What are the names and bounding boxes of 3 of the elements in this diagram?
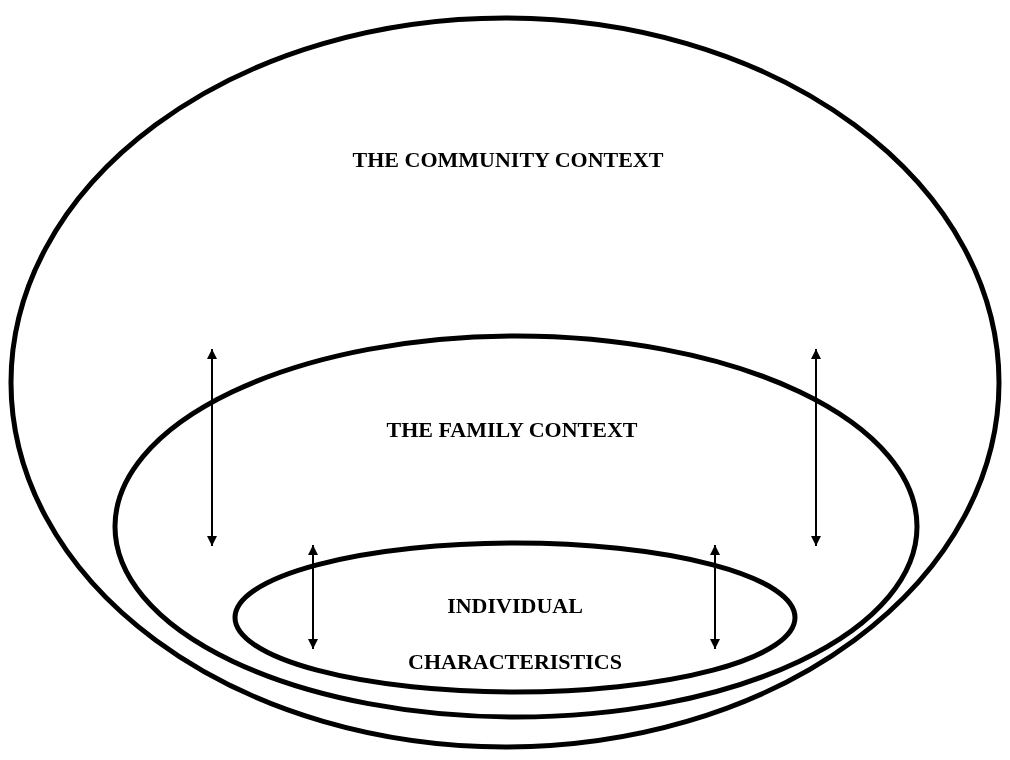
context-label: THE FAMILY CONTEXT — [385, 416, 639, 444]
context-label: THE COMMUNITY CONTEXT — [351, 146, 665, 174]
context-label: INDIVIDUAL CHARACTERISTICS — [407, 592, 623, 676]
